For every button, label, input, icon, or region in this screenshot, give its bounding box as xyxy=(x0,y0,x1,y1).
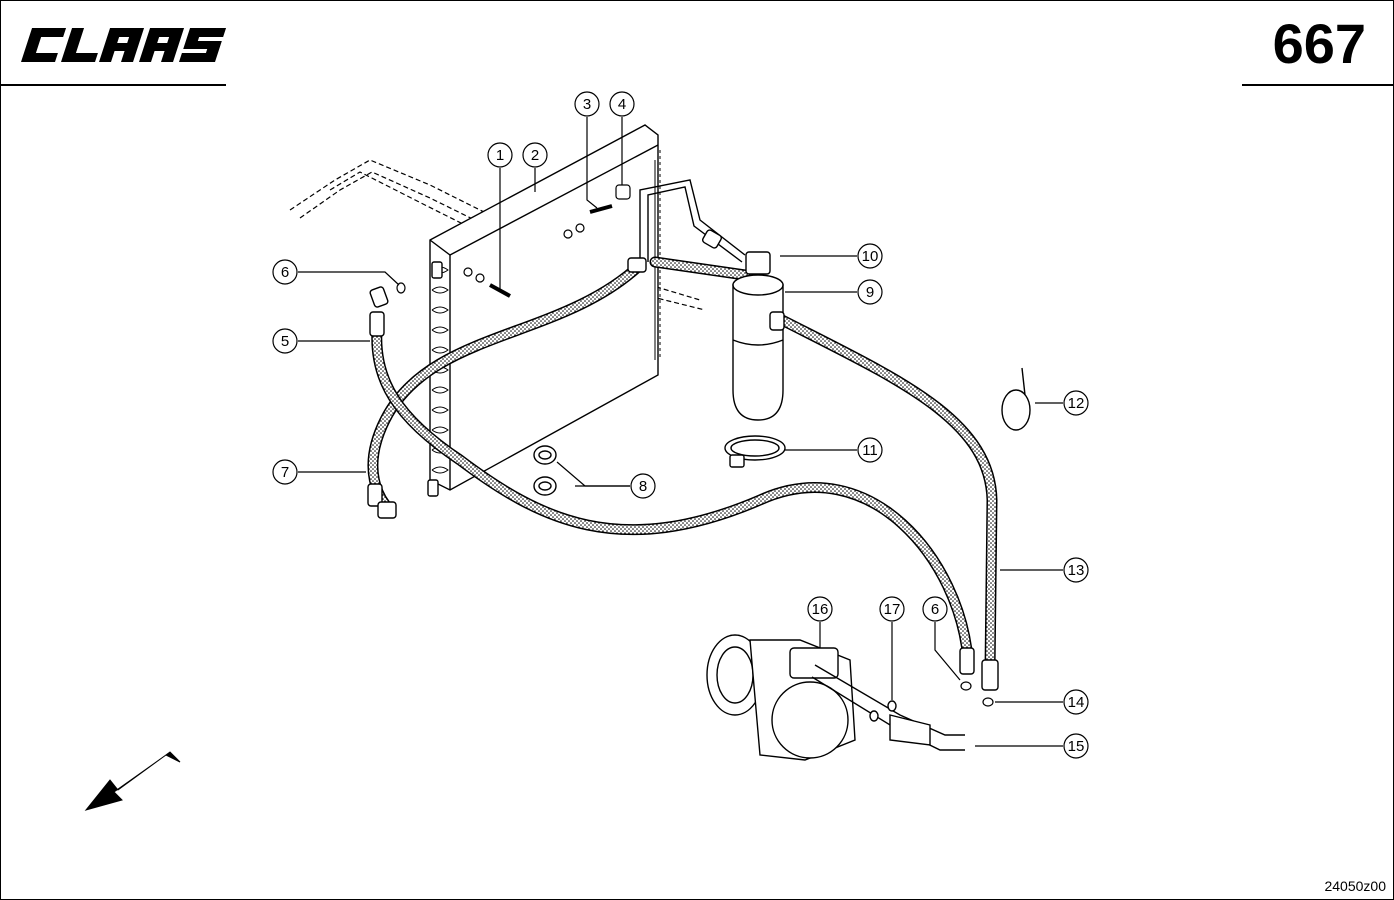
leader-lines xyxy=(298,117,1063,747)
header-rule-left xyxy=(0,84,226,86)
callout-4: 4 xyxy=(618,96,626,113)
direction-arrow-icon xyxy=(84,751,181,811)
callout-17: 17 xyxy=(884,601,901,618)
callout-6-lower: 6 xyxy=(931,601,939,618)
header-rule-right xyxy=(1242,84,1394,86)
callout-8: 8 xyxy=(639,478,647,495)
fittings xyxy=(367,229,999,691)
callout-14: 14 xyxy=(1068,694,1085,711)
callout-2: 2 xyxy=(531,147,539,164)
discharge-pipe xyxy=(811,664,965,751)
callout-16: 16 xyxy=(812,601,829,618)
callout-11: 11 xyxy=(862,442,878,459)
callout-15: 15 xyxy=(1068,738,1085,755)
callout-5: 5 xyxy=(281,333,289,350)
grommets xyxy=(533,445,557,496)
callout-circles xyxy=(272,91,1089,759)
callout-7: 7 xyxy=(281,464,289,481)
claas-logo xyxy=(21,28,227,62)
callout-6-upper: 6 xyxy=(281,264,289,281)
bolts xyxy=(463,184,631,298)
receiver-dryer xyxy=(732,251,785,421)
cable-tie xyxy=(1001,367,1031,431)
hose-clamp xyxy=(724,435,786,468)
callout-9: 9 xyxy=(866,284,874,301)
callout-12: 12 xyxy=(1068,395,1085,412)
condenser xyxy=(429,124,661,491)
callout-1: 1 xyxy=(496,147,504,164)
callout-3: 3 xyxy=(583,96,591,113)
page-number: 667 xyxy=(1272,12,1366,75)
callout-13: 13 xyxy=(1068,562,1085,579)
drawing-code: 24050z00 xyxy=(1324,878,1386,894)
compressor xyxy=(706,634,856,761)
callout-10: 10 xyxy=(862,248,879,265)
o-rings xyxy=(396,282,994,707)
